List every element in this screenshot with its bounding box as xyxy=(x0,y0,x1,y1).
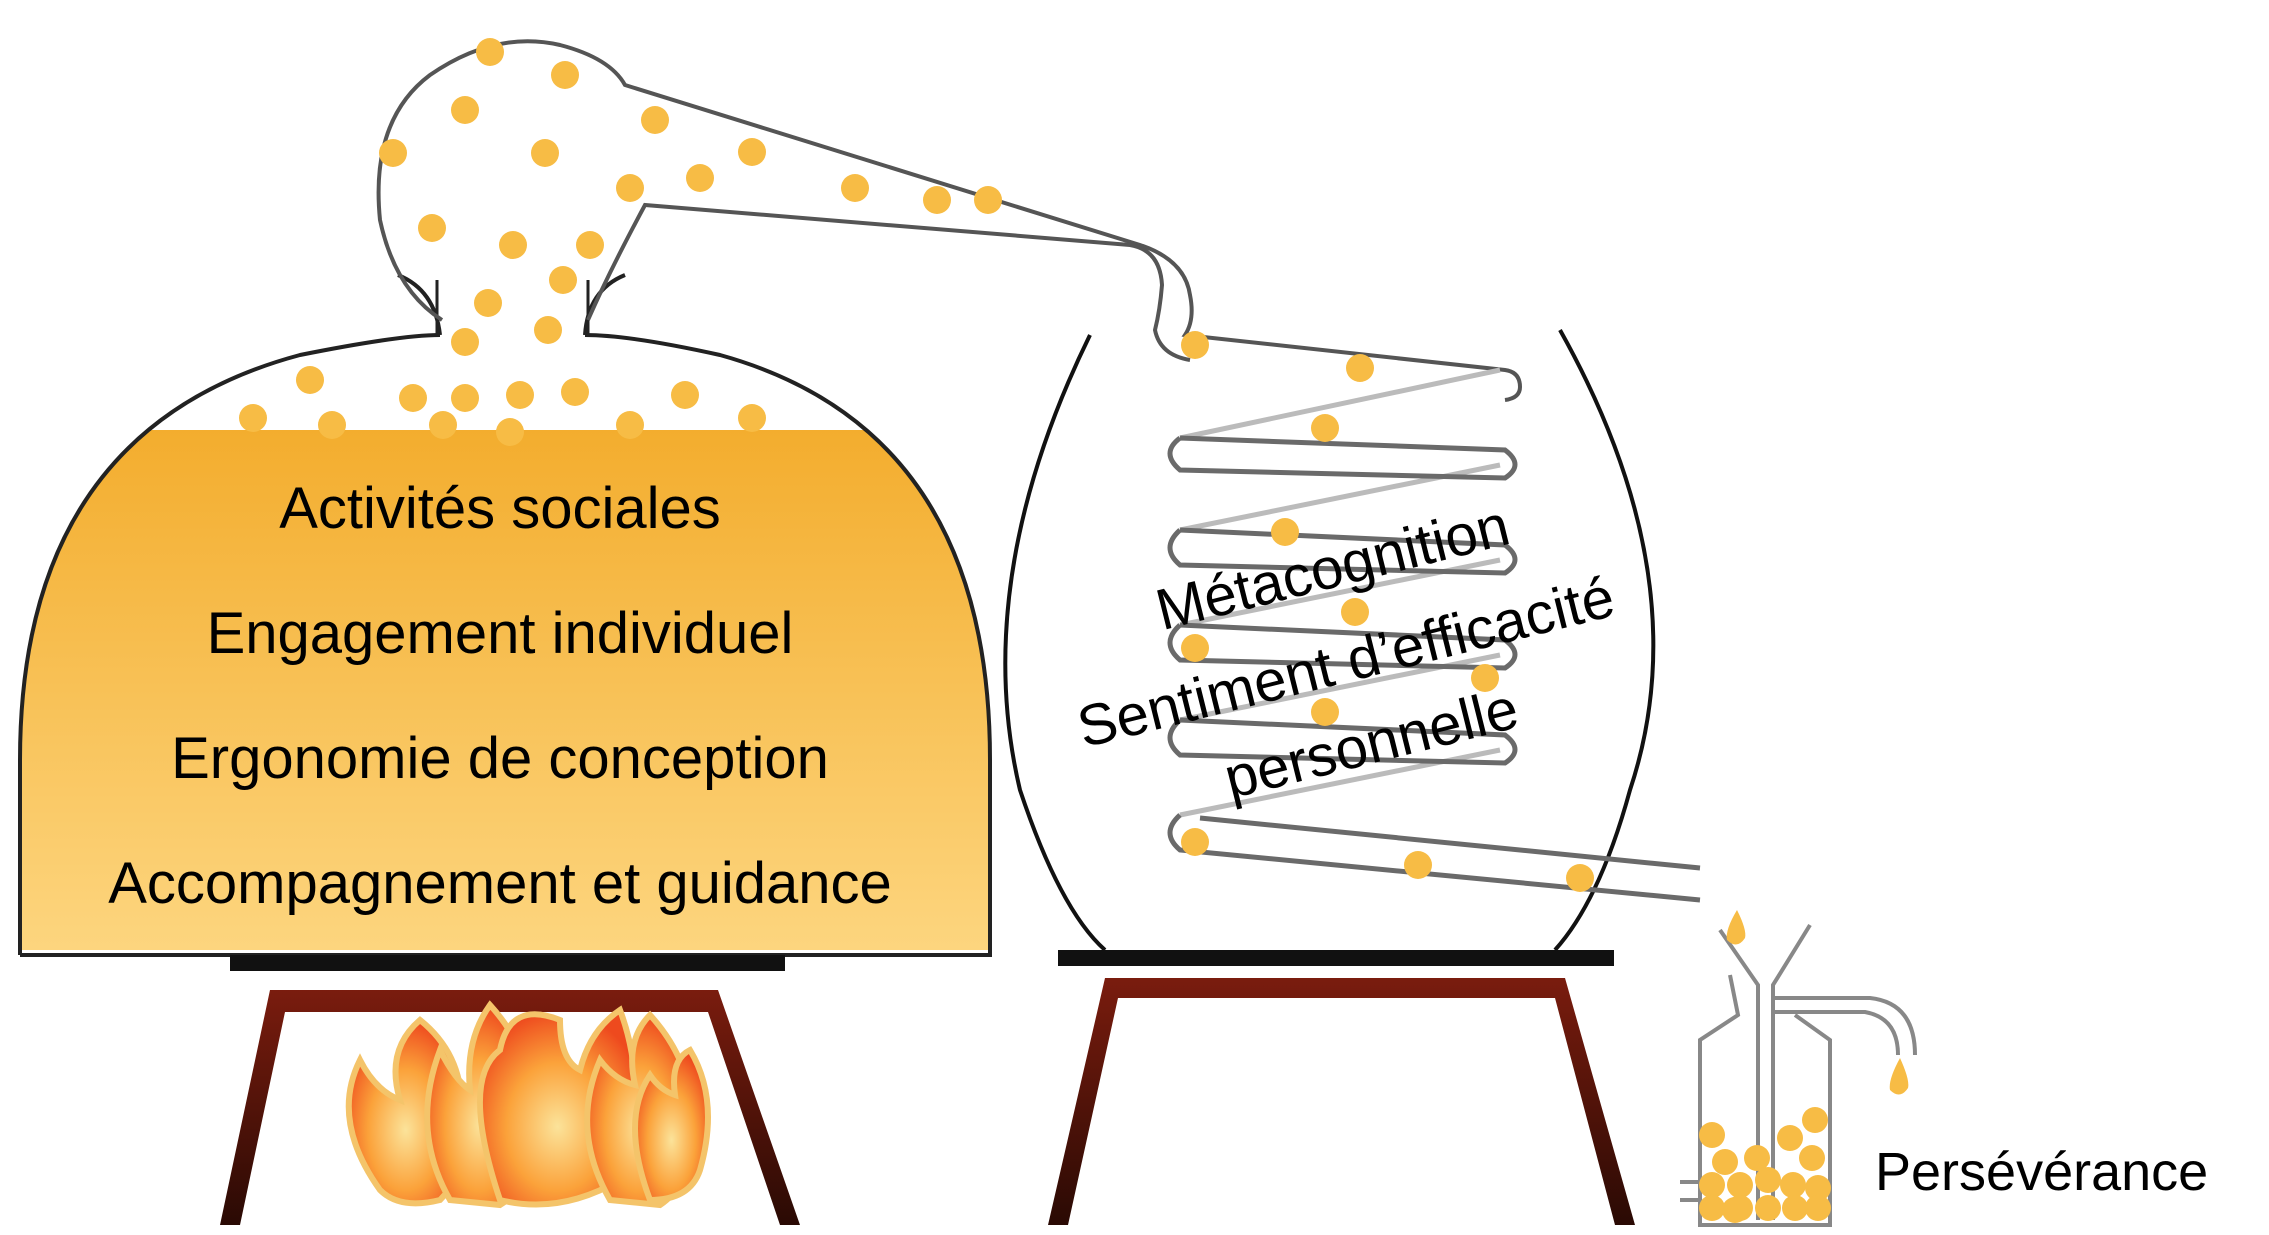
ingredient-2: Ergonomie de conception xyxy=(171,726,829,791)
left-stand xyxy=(220,955,800,1225)
vapor-droplets xyxy=(239,38,1002,446)
ingredient-3: Accompagnement et guidance xyxy=(108,851,892,916)
flame-5 xyxy=(632,1046,711,1204)
pot-outline-right xyxy=(20,333,992,957)
coil-droplets xyxy=(1181,331,1594,892)
ingredient-1: Engagement individuel xyxy=(207,601,794,666)
ingredient-list: Activités sociales Engagement individuel… xyxy=(108,476,892,916)
collected-droplets xyxy=(1699,910,1909,1223)
condenser-tank xyxy=(1003,329,1656,952)
condenser-coil xyxy=(1167,367,1701,903)
pot-outline-left xyxy=(18,333,441,955)
condenser-labels: Métacognition Sentiment d’efficacité per… xyxy=(1071,493,1621,812)
output-label: Persévérance xyxy=(1875,1142,2208,1202)
pot-liquid xyxy=(20,430,990,950)
still-pot xyxy=(18,273,992,957)
receiver xyxy=(1680,923,1917,1227)
ingredient-0: Activités sociales xyxy=(279,476,721,541)
middle-stand xyxy=(1048,950,1635,1225)
fire xyxy=(345,1000,711,1209)
still-head xyxy=(376,39,1523,402)
